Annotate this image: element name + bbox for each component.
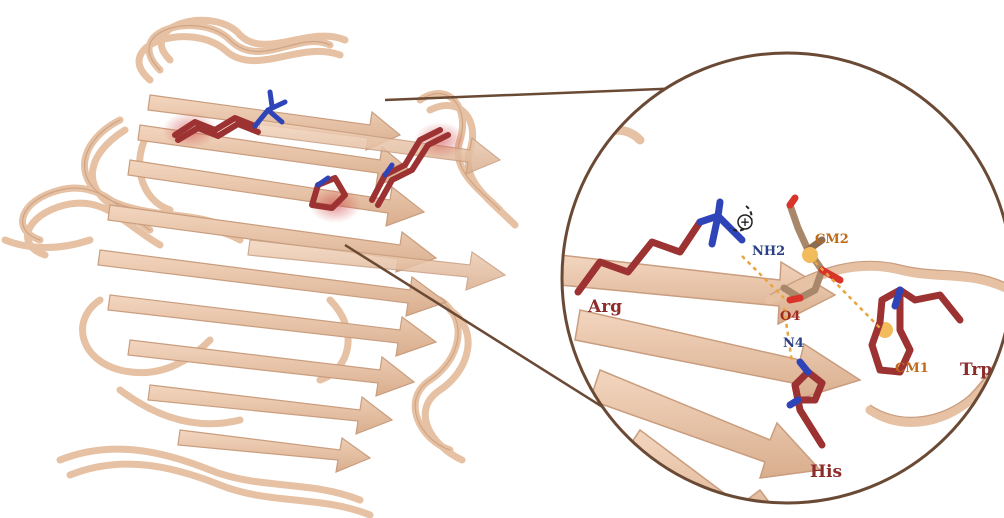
n4-label: N4 — [783, 336, 804, 351]
cm2-label: CM2 — [815, 232, 849, 247]
o4-label: O4 — [780, 309, 800, 324]
his-label: His — [810, 462, 842, 482]
charge-symbol: + — [740, 215, 750, 229]
cm2-atom — [802, 247, 818, 263]
cm1-label: CM1 — [895, 361, 929, 376]
zoom-inset: + — [560, 53, 1004, 518]
nh2-label: NH2 — [752, 244, 785, 259]
arg-label: Arg — [587, 297, 622, 317]
